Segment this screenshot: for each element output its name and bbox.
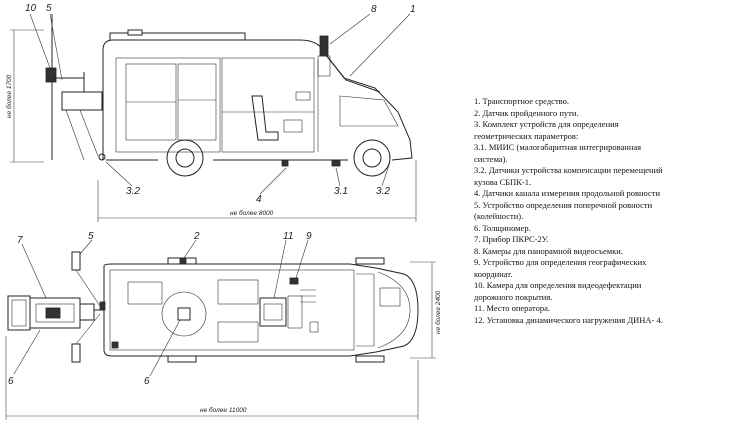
callout-3-1: 3.1: [334, 186, 348, 197]
trailer-wheel-left: [7, 295, 31, 331]
front-wheel-hub: [362, 148, 382, 168]
front-wheel: [353, 139, 391, 177]
camera-mast: [317, 55, 331, 77]
operator-console: [287, 295, 303, 329]
cargo-compartment: [115, 57, 221, 153]
operator-aux-unit: [309, 321, 319, 333]
legend-line: 9. Устройство для определения географиче…: [474, 257, 647, 267]
windshield-top: [377, 271, 411, 349]
legend-line: 12. Установка динамического нагружения Д…: [474, 314, 663, 325]
dashboard: [379, 287, 401, 307]
wheel-fr: [355, 355, 385, 363]
legend-line: 10. Камера для определения видеодефектац…: [474, 280, 642, 290]
callout-11: 11: [283, 231, 293, 242]
operator-seat: [251, 95, 279, 141]
cabinet-right: [177, 63, 217, 141]
legend-line: 3.1. МИИС (малогабаритная интегрированна…: [474, 142, 642, 152]
hitch-mount: [99, 301, 106, 311]
gps-wiring: [300, 289, 316, 303]
operator-area: [221, 57, 315, 153]
legend-line: 6. Толщиномер.: [474, 222, 531, 233]
callout-7: 7: [17, 235, 23, 246]
seat-cushion: [263, 303, 283, 321]
legend-line: 1. Транспортное средство.: [474, 96, 569, 106]
operator-seat-top: [259, 297, 287, 327]
rut-device-arm-bottom: [71, 343, 81, 363]
rear-bumper-sensor-icon: [98, 153, 106, 161]
miis-sensor-icon: [331, 159, 341, 167]
top-view: [5, 239, 436, 420]
legend-line: (колейности).: [474, 211, 524, 221]
vehicle-body-top: [103, 263, 419, 357]
longitudinal-sensor-icon: [281, 159, 289, 167]
trailer-wheel-left-inner: [11, 299, 27, 327]
pkrs-device-icon: [45, 307, 61, 319]
top-length-dimension-label: не более 11000: [200, 406, 247, 414]
legend-line: кузова СБПК-1.: [474, 176, 532, 187]
legend-line: система).: [474, 153, 508, 164]
thickness-gauge-circle: [161, 291, 207, 337]
callout-1: 1: [410, 4, 416, 15]
legend-line: дорожного покрытия.: [474, 291, 553, 302]
callout-6-mid: 6: [144, 376, 150, 387]
callout-3-2-left: 3.2: [126, 186, 140, 197]
wheel-fl: [355, 257, 385, 265]
cabinet-top-1: [127, 281, 163, 305]
legend-line: 3.2. Датчики устройства компенсации пере…: [474, 165, 663, 175]
cabinet-top-3: [217, 321, 259, 343]
gps-unit-icon: [289, 277, 299, 285]
distance-sensor-icon: [179, 257, 187, 265]
rear-wheel-hub: [175, 148, 195, 168]
legend-line: геометрических параметров:: [474, 130, 579, 141]
height-dimension-label: не более 1700: [5, 74, 13, 118]
callout-9: 9: [306, 231, 312, 242]
legend-line: 8. Камеры для панорамной видеосъемки.: [474, 245, 623, 256]
rut-device: [61, 91, 103, 111]
cab-partition: [356, 273, 375, 347]
rear-sensor-mount: [111, 341, 119, 349]
monitor: [295, 91, 311, 101]
dina4-coupler: [79, 303, 95, 321]
top-width-dimension-label: не более 2400: [434, 290, 442, 334]
legend-line: 11. Место оператора.: [474, 303, 550, 313]
roof-rack: [109, 32, 246, 40]
roof-beacon: [127, 29, 143, 36]
operator-desk: [283, 119, 303, 133]
windshield: [324, 53, 381, 93]
callout-3-2-right: 3.2: [376, 186, 390, 197]
body-inner-top: [109, 269, 355, 351]
thickness-gauge-icon: [177, 307, 191, 321]
defect-camera-icon: [45, 67, 57, 83]
rut-device-arm-top: [71, 251, 81, 271]
legend-line: 5. Устройство определения поперечной ров…: [474, 199, 653, 210]
legend-line: координат.: [474, 268, 513, 279]
legend-line: 2. Датчик пройденного пути.: [474, 107, 579, 118]
side-view: [10, 13, 417, 222]
callout-4: 4: [256, 194, 262, 205]
side-window: [339, 95, 399, 127]
callout-10: 10: [25, 3, 37, 14]
legend-line: 4. Датчики канала измерения продольной р…: [474, 188, 661, 198]
callout-8: 8: [371, 4, 377, 15]
dina4-frame: [35, 303, 75, 323]
vehicle-body-outline: [102, 39, 413, 161]
callout-6-left: 6: [8, 376, 14, 387]
callout-2: 2: [193, 231, 200, 242]
legend-line: 3. Комплект устройств для определения: [474, 119, 619, 129]
callout-5-top: 5: [46, 3, 52, 14]
wheel-rr: [167, 355, 197, 363]
legend-line: 7. Прибор ПКРС-2У.: [474, 234, 549, 244]
callout-5-bottom: 5: [88, 231, 94, 242]
legend-list: 1. Транспортное средство. 2. Датчик прой…: [474, 96, 736, 326]
panoramic-camera-icon: [319, 35, 329, 57]
side-length-dimension-label: не более 8000: [230, 209, 274, 217]
rear-wheel: [166, 139, 204, 177]
cabinet-top-2: [217, 279, 259, 305]
